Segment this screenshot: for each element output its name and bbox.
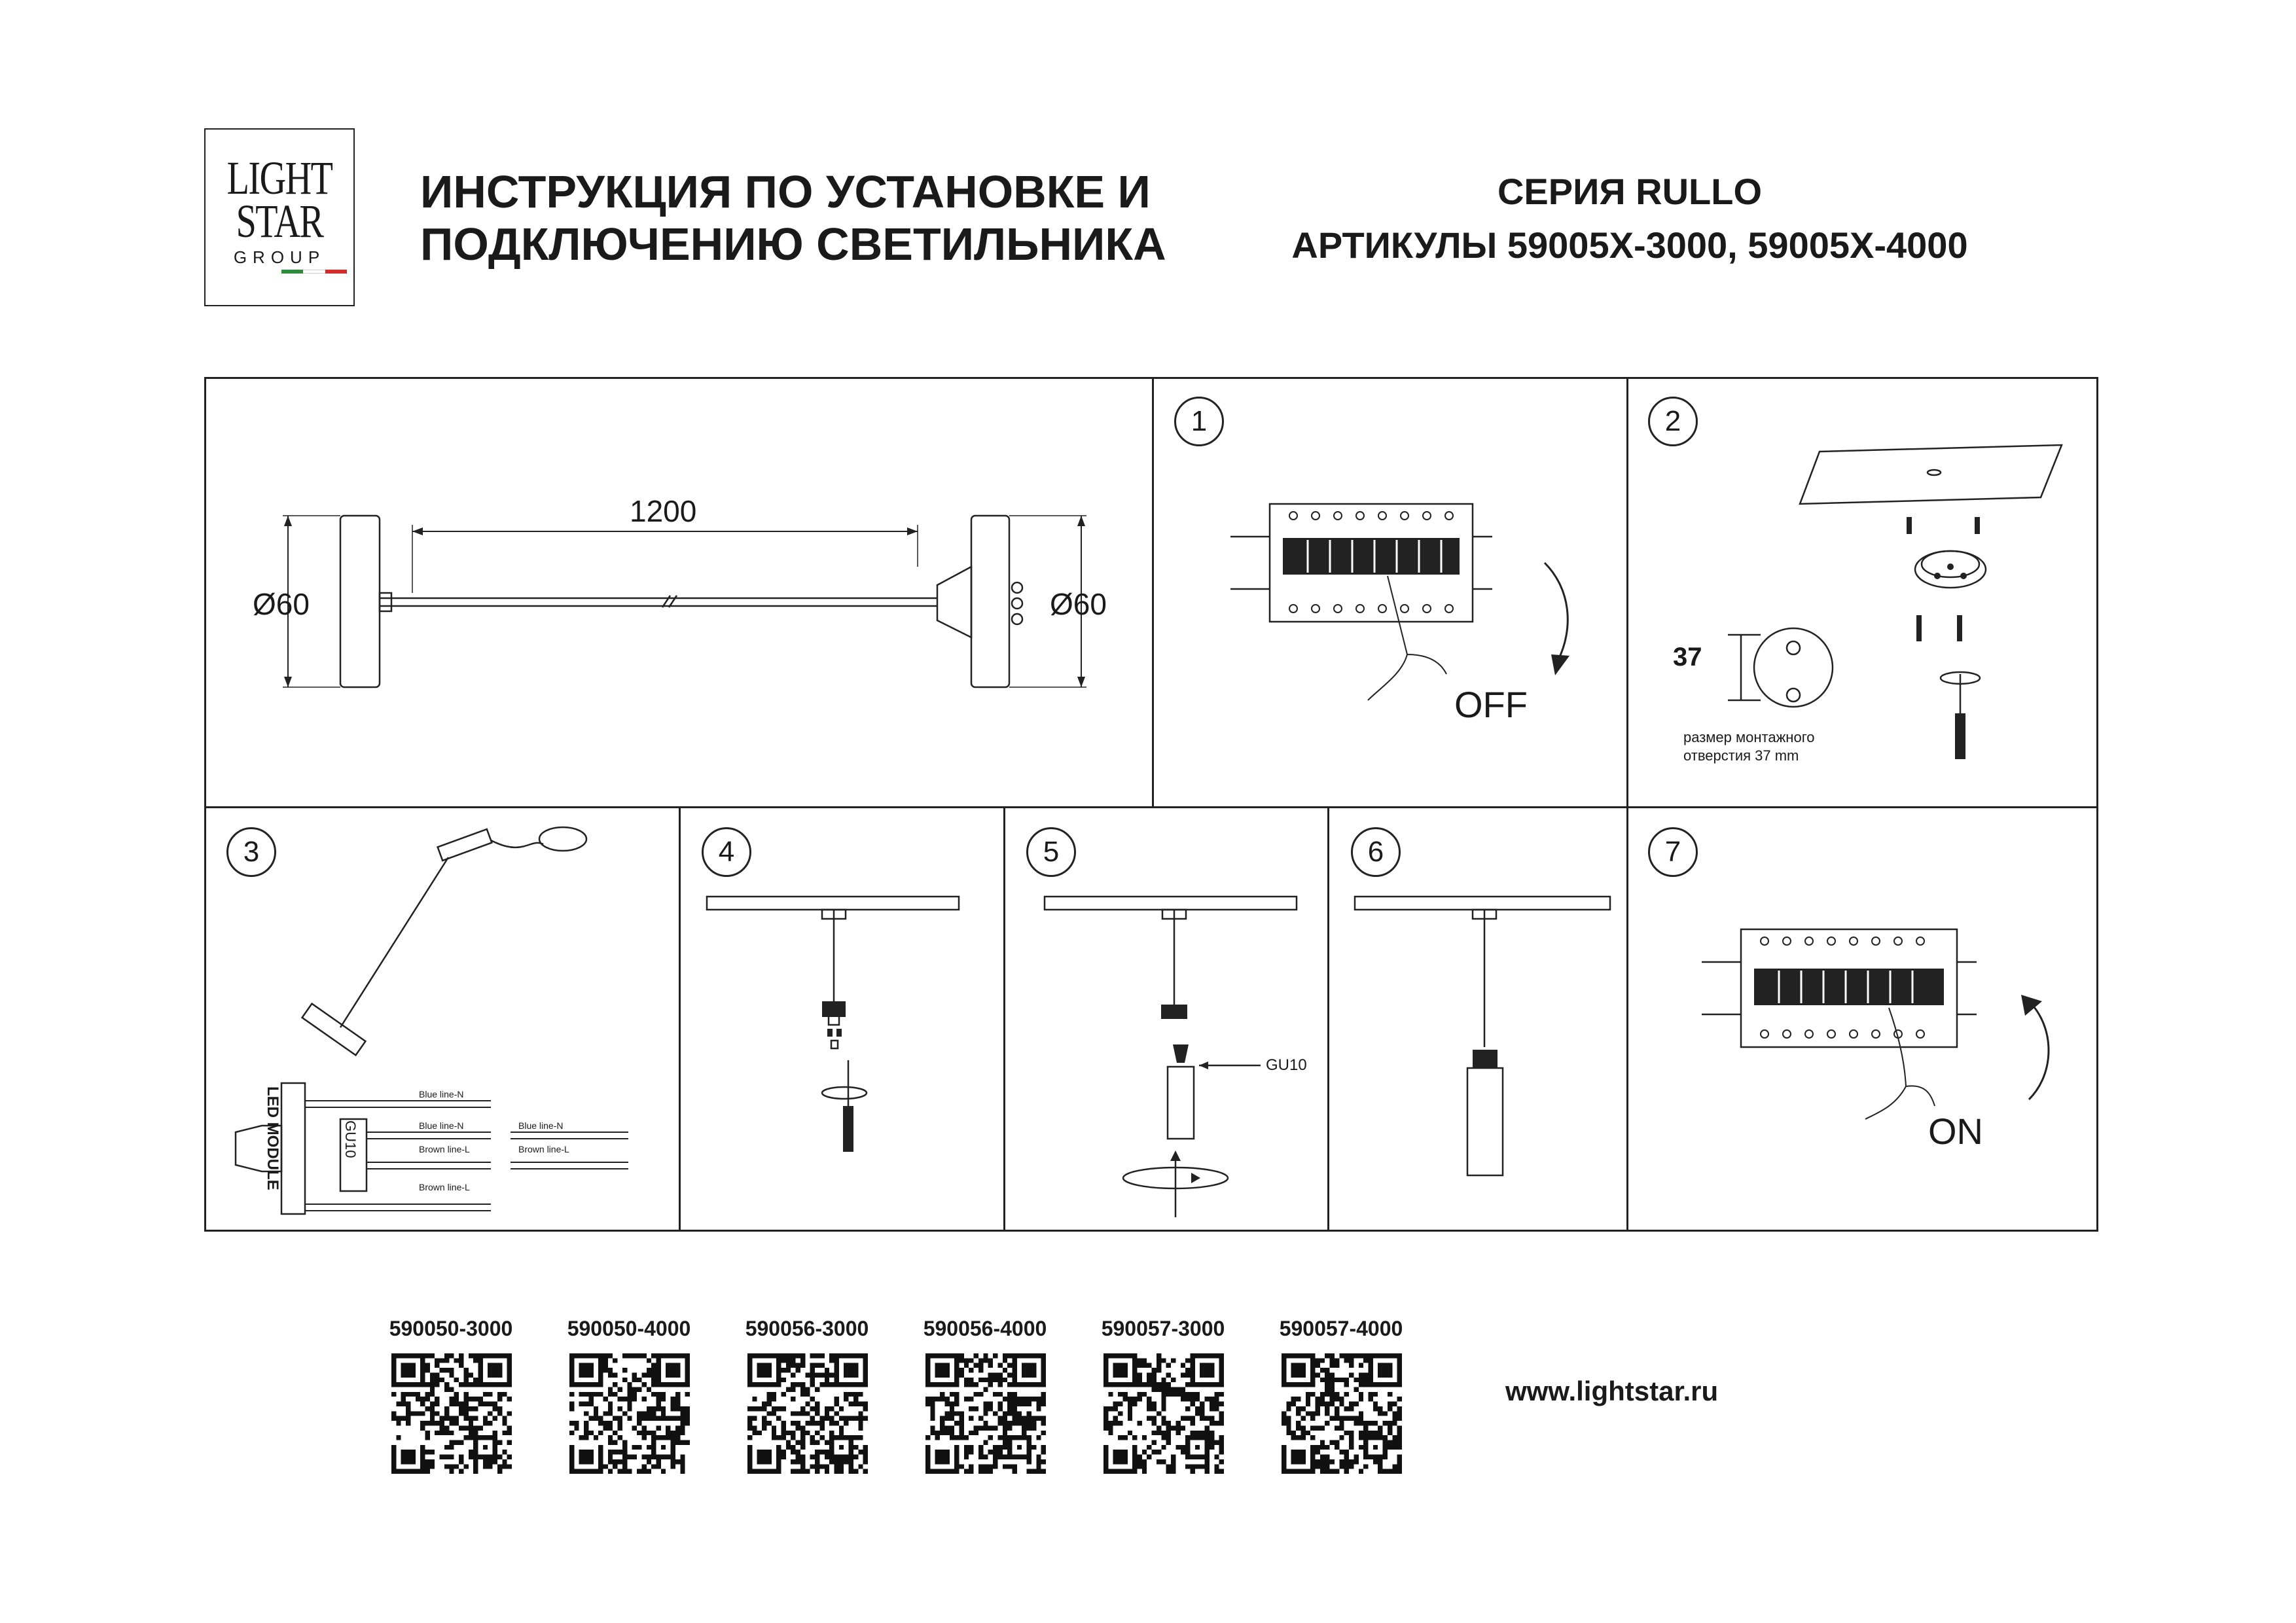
led-module-label: LED MODULE	[264, 1086, 281, 1190]
qr-code-label: 590056-4000	[923, 1317, 1047, 1340]
wire-label: Blue line-N	[419, 1089, 464, 1099]
italian-flag-icon	[281, 270, 347, 274]
step-4-number: 4	[702, 827, 751, 877]
qr-code-icon[interactable]	[747, 1353, 868, 1474]
wire-label: Blue line-N	[518, 1120, 564, 1131]
step-1-number: 1	[1174, 397, 1224, 446]
wire-label: Blue line-N	[419, 1120, 464, 1131]
qr-code-label: 590057-4000	[1279, 1317, 1403, 1340]
logo-line-3: GROUP	[233, 247, 326, 267]
step-5-illustration	[1043, 895, 1298, 1217]
instruction-panel	[204, 377, 2098, 1232]
breaker-panel-on-illustration	[1702, 928, 2050, 1120]
step-6-illustration	[1354, 895, 1611, 1177]
qr-code-label: 590057-3000	[1101, 1317, 1225, 1340]
qr-code-label: 590050-4000	[567, 1317, 691, 1340]
off-label: OFF	[1454, 684, 1528, 725]
website-link[interactable]: www.lightstar.ru	[1505, 1376, 1719, 1406]
articles-title: АРТИКУЛЫ 59005X-3000, 59005X-4000	[1291, 224, 1968, 266]
col-divider	[1327, 806, 1329, 1232]
mounting-note-line-2: отверстия 37 mm	[1683, 747, 1799, 764]
brand-logo: LIGHT STAR GROUP	[204, 128, 355, 306]
hole-dimension: 37	[1673, 643, 1702, 671]
series-title: СЕРИЯ RULLO	[1497, 171, 1763, 212]
col-divider	[1626, 379, 1628, 1230]
qr-code-label: 590050-3000	[389, 1317, 513, 1340]
gu10-lamp-label: GU10	[1266, 1056, 1307, 1074]
gu10-socket-label: GU10	[342, 1120, 359, 1158]
step-3-number: 3	[226, 827, 276, 877]
dimension-drawing	[283, 514, 1086, 688]
length-dimension: 1200	[630, 494, 697, 528]
wire-label: Brown line-L	[419, 1182, 470, 1192]
qr-code-icon[interactable]	[925, 1353, 1046, 1474]
mounting-plate-illustration	[1728, 444, 2063, 759]
row-divider	[206, 806, 2096, 808]
page-title-line-2: ПОДКЛЮЧЕНИЮ СВЕТИЛЬНИКА	[420, 219, 1166, 270]
wire-label: Brown line-L	[518, 1144, 569, 1154]
step-5-number: 5	[1026, 827, 1076, 877]
qr-code-icon[interactable]	[1282, 1353, 1402, 1474]
qr-code-label: 590056-3000	[745, 1317, 869, 1340]
logo-line-1: LIGHT	[226, 152, 333, 204]
on-label: ON	[1928, 1111, 1983, 1152]
wiring-diagram-illustration	[234, 826, 628, 1215]
step-7-number: 7	[1648, 827, 1698, 877]
qr-code-icon[interactable]	[391, 1353, 512, 1474]
page-title-line-1: ИНСТРУКЦИЯ ПО УСТАНОВКЕ И	[420, 166, 1151, 217]
qr-code-icon[interactable]	[569, 1353, 690, 1474]
col-divider	[1152, 379, 1154, 806]
logo-line-2: STAR	[236, 195, 324, 247]
col-divider	[679, 806, 681, 1232]
step-4-illustration	[706, 895, 960, 1152]
qr-code-icon[interactable]	[1103, 1353, 1224, 1474]
col-divider	[1003, 806, 1005, 1232]
step-2-number: 2	[1648, 397, 1698, 446]
wire-label: Brown line-L	[419, 1144, 470, 1154]
left-diameter-dimension: Ø60	[253, 587, 310, 621]
breaker-panel-off-illustration	[1230, 503, 1570, 701]
right-diameter-dimension: Ø60	[1050, 587, 1107, 621]
mounting-note-line-1: размер монтажного	[1683, 729, 1815, 745]
step-6-number: 6	[1351, 827, 1401, 877]
